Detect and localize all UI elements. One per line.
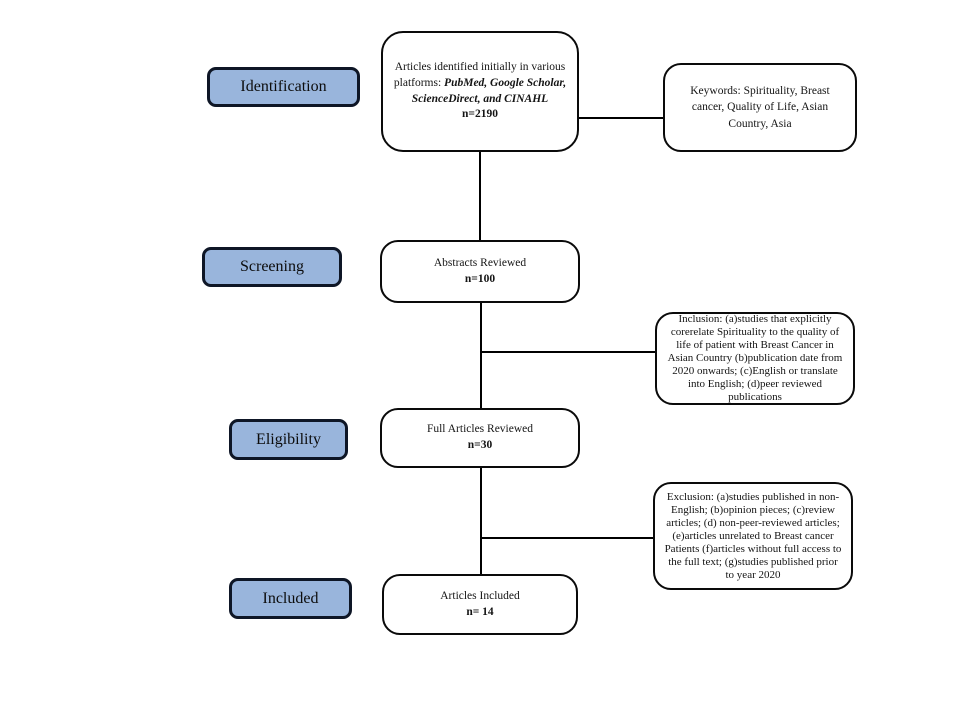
stage-eligibility: Eligibility	[229, 419, 348, 460]
box-articles-included: Articles Included n= 14	[382, 574, 578, 635]
keywords-text: Keywords: Spirituality, Breast cancer, Q…	[690, 85, 830, 130]
stage-identification: Identification	[207, 67, 360, 107]
box-exclusion-criteria: Exclusion: (a)studies published in non-E…	[653, 482, 853, 590]
articles-identified-count: n=2190	[462, 108, 498, 121]
connector-identified-to-keywords	[579, 117, 663, 119]
stage-eligibility-label: Eligibility	[256, 430, 321, 448]
stage-included: Included	[229, 578, 352, 619]
stage-screening: Screening	[202, 247, 342, 287]
box-articles-identified: Articles identified initially in various…	[381, 31, 579, 152]
abstracts-reviewed-title: Abstracts Reviewed	[433, 256, 527, 269]
articles-included-title: Articles Included	[440, 589, 520, 602]
box-abstracts-reviewed: Abstracts Reviewed n=100	[380, 240, 580, 303]
abstracts-reviewed-count: n=100	[464, 272, 496, 285]
articles-identified-plain-text: Articles identified initially in various…	[393, 61, 566, 89]
exclusion-criteria-text: Exclusion: (a)studies published in non-E…	[664, 490, 842, 581]
full-articles-reviewed-count: n=30	[467, 439, 493, 451]
connector-branch-to-exclusion	[481, 537, 653, 539]
connector-identified-to-abstracts	[479, 152, 481, 240]
articles-included-count: n= 14	[466, 605, 494, 618]
stage-screening-label: Screening	[240, 258, 304, 275]
full-articles-reviewed-title: Full Articles Reviewed	[426, 423, 534, 436]
box-full-articles-reviewed: Full Articles Reviewed n=30	[380, 408, 580, 468]
box-inclusion-criteria: Inclusion: (a)studies that explicitly co…	[655, 312, 855, 405]
articles-identified-platforms-text: PubMed, Google Scholar, ScienceDirect, a…	[411, 76, 567, 105]
box-keywords: Keywords: Spirituality, Breast cancer, Q…	[663, 63, 857, 152]
connector-full-articles-to-included	[480, 468, 482, 574]
stage-included-label: Included	[262, 589, 319, 607]
connector-branch-to-inclusion	[481, 351, 655, 353]
box-articles-identified-text: Articles identified initially in various…	[383, 60, 577, 122]
connector-abstracts-to-full-articles	[480, 303, 482, 408]
stage-identification-label: Identification	[240, 78, 327, 95]
inclusion-criteria-text: Inclusion: (a)studies that explicitly co…	[667, 313, 843, 403]
